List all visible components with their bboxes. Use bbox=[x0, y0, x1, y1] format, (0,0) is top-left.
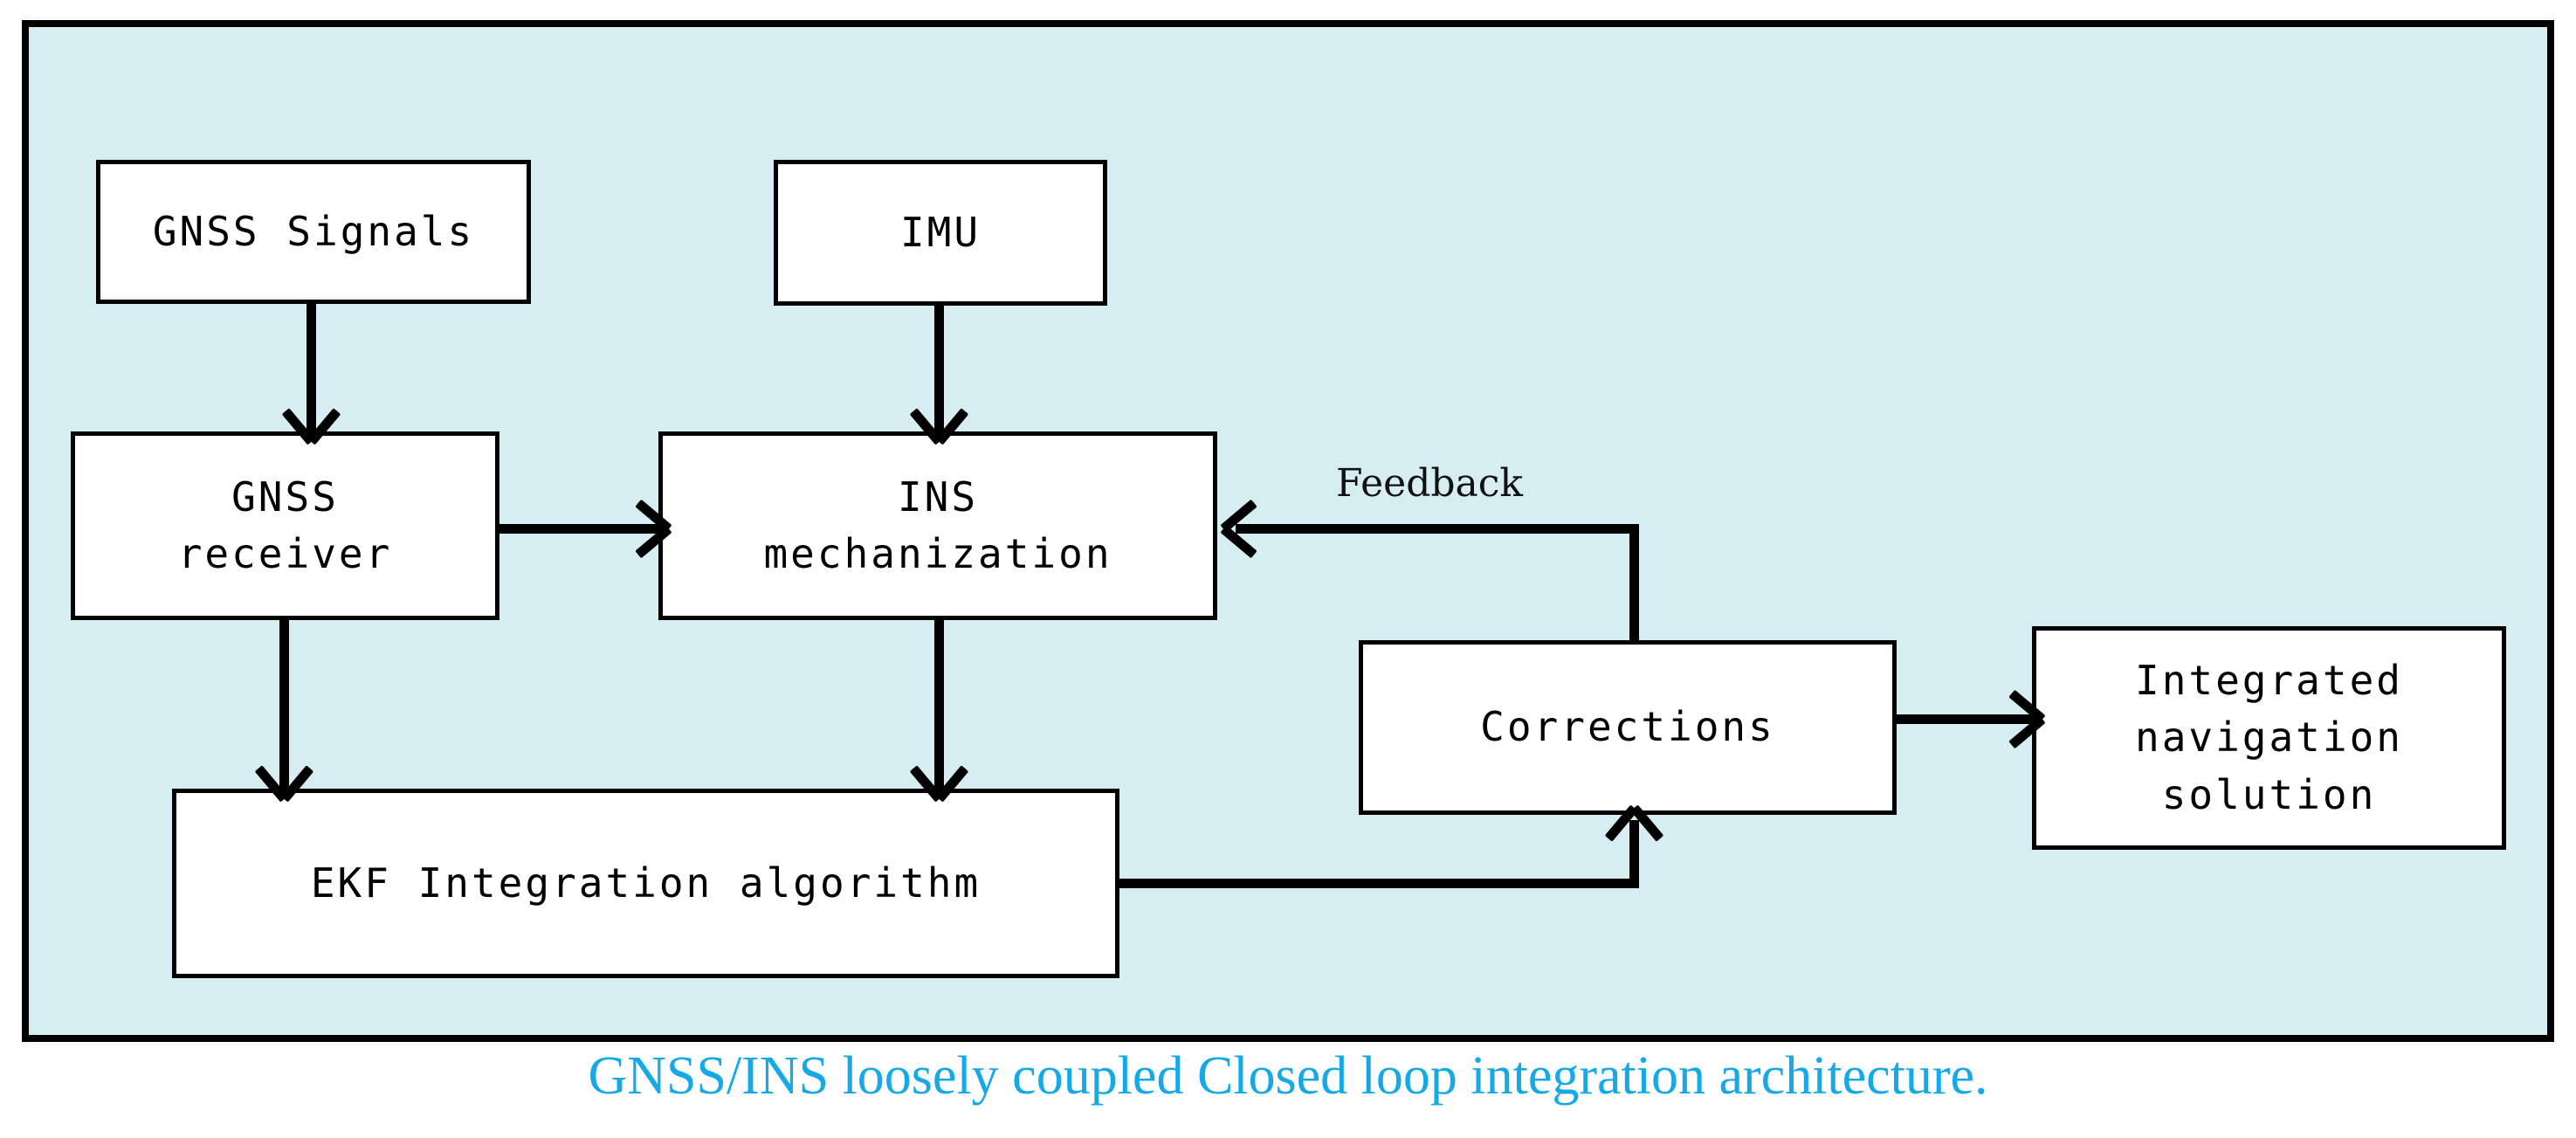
edge-ekf-to-corrections-vertical bbox=[1629, 820, 1639, 883]
edge-imu-to-ins-line bbox=[934, 306, 944, 431]
diagram-panel: GNSS Signals IMU GNSS receiver INS mecha… bbox=[22, 20, 2554, 1042]
edge-corrections-to-integrated-line bbox=[1897, 714, 2039, 724]
node-integrated-navigation-solution[interactable]: Integrated navigation solution bbox=[2032, 626, 2506, 850]
edge-ekf-to-corrections-horizontal bbox=[1119, 879, 1639, 888]
diagram-panel-inner: GNSS Signals IMU GNSS receiver INS mecha… bbox=[29, 27, 2547, 1035]
node-ekf-integration-algorithm[interactable]: EKF Integration algorithm bbox=[172, 789, 1119, 978]
edge-feedback-vertical bbox=[1629, 524, 1639, 646]
edge-receiver-to-ins-line bbox=[499, 524, 665, 534]
node-corrections[interactable]: Corrections bbox=[1359, 640, 1897, 815]
edge-ins-to-ekf-line bbox=[934, 620, 944, 789]
node-gnss-receiver[interactable]: GNSS receiver bbox=[71, 431, 499, 620]
figure-caption: GNSS/INS loosely coupled Closed loop int… bbox=[588, 1046, 1988, 1106]
node-imu[interactable]: IMU bbox=[774, 160, 1107, 306]
node-ins-mechanization[interactable]: INS mechanization bbox=[658, 431, 1217, 620]
edge-receiver-to-ekf-line bbox=[279, 620, 289, 789]
node-gnss-signals[interactable]: GNSS Signals bbox=[96, 160, 531, 304]
edge-label-feedback: Feedback bbox=[1336, 461, 1524, 506]
edge-gnss-signals-to-receiver-line bbox=[307, 304, 316, 431]
edge-feedback-horizontal bbox=[1236, 524, 1639, 534]
